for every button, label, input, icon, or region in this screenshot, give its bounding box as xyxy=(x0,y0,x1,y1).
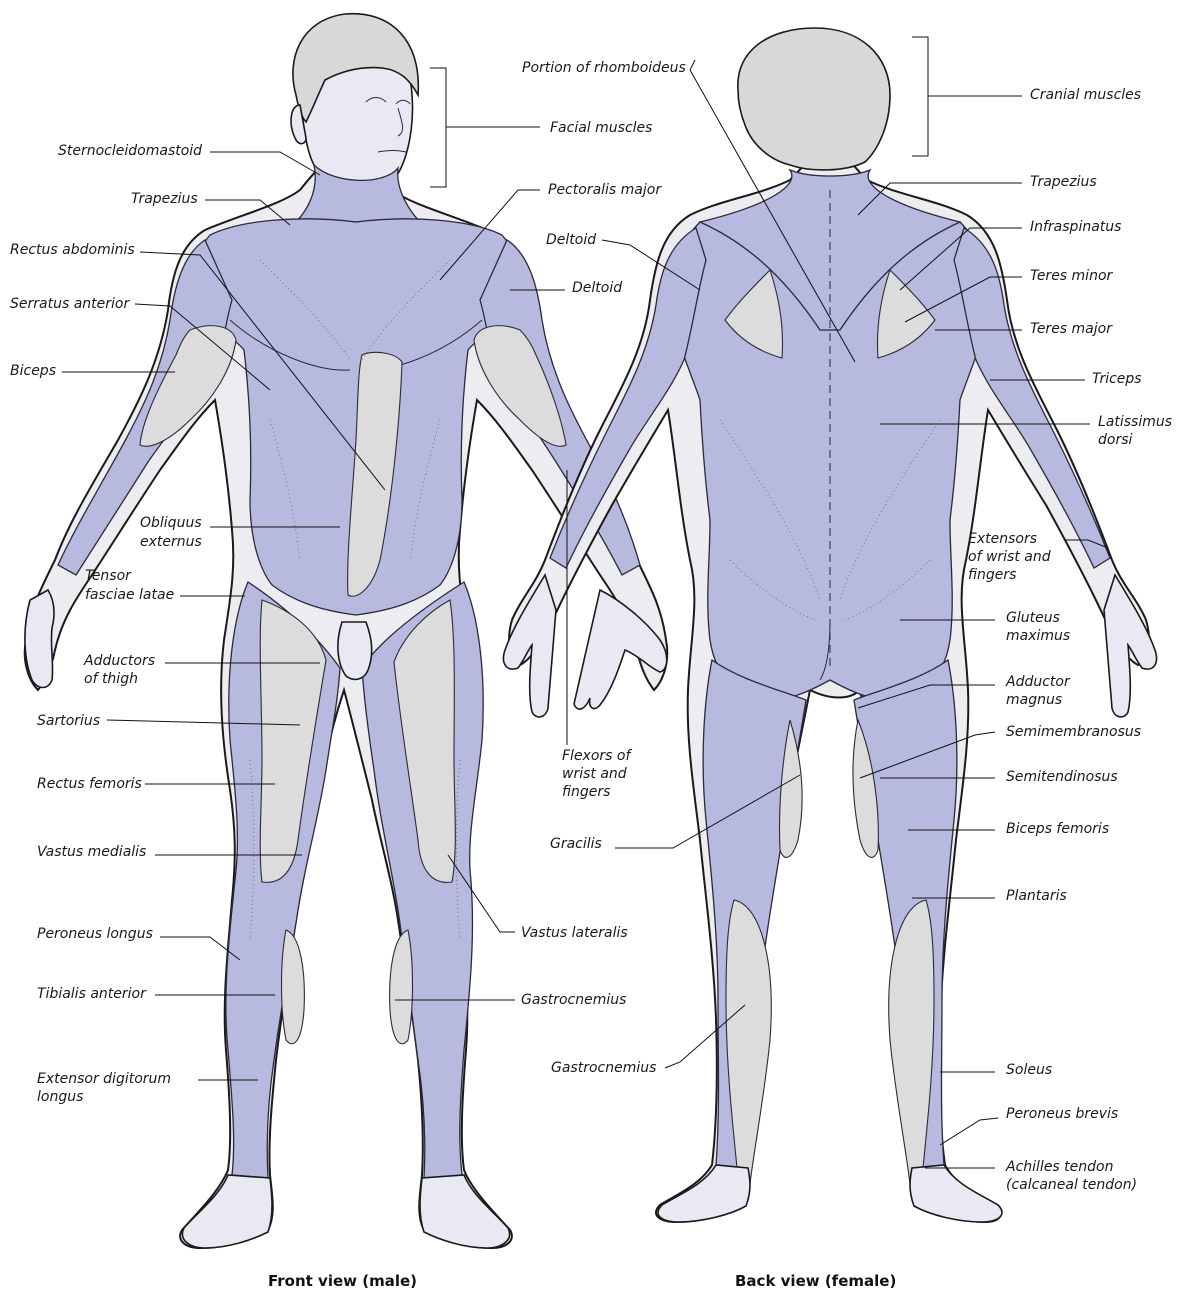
label-triceps: Triceps xyxy=(1092,371,1142,387)
label-gluteus-2: maximus xyxy=(1006,628,1070,644)
label-deltoid-back: Deltoid xyxy=(546,232,596,248)
label-serratus-anterior: Serratus anterior xyxy=(10,296,130,312)
label-tensor-1: Tensor xyxy=(85,568,132,584)
label-plantaris: Plantaris xyxy=(1006,888,1067,904)
label-semimembranosus: Semimembranosus xyxy=(1006,724,1141,740)
label-trapezius-back: Trapezius xyxy=(1030,174,1097,190)
bracket-cranial xyxy=(912,37,1022,156)
label-biceps: Biceps xyxy=(10,363,56,379)
label-rectus-abdominis: Rectus abdominis xyxy=(10,242,135,258)
label-obliquus-1: Obliquus xyxy=(140,515,202,531)
label-peroneus-brevis: Peroneus brevis xyxy=(1006,1106,1118,1122)
label-teres-minor: Teres minor xyxy=(1030,268,1114,284)
label-gastrocnemius-front: Gastrocnemius xyxy=(521,992,626,1008)
front-head xyxy=(291,14,418,192)
label-achilles-2: (calcaneal tendon) xyxy=(1006,1177,1137,1193)
label-tensor-2: fasciae latae xyxy=(85,587,174,603)
label-adductor-magnus-2: magnus xyxy=(1006,692,1062,708)
label-sartorius: Sartorius xyxy=(37,713,100,729)
label-cranial-muscles: Cranial muscles xyxy=(1030,87,1141,103)
label-pectoralis-major: Pectoralis major xyxy=(548,182,662,198)
bracket-facial xyxy=(430,68,540,187)
label-latissimus-2: dorsi xyxy=(1098,432,1133,448)
front-hand-left xyxy=(25,590,54,688)
label-gluteus-1: Gluteus xyxy=(1006,610,1060,626)
label-soleus: Soleus xyxy=(1006,1062,1052,1078)
label-adductor-magnus-1: Adductor xyxy=(1005,674,1071,690)
front-foot-right xyxy=(420,1175,510,1248)
lead-sternocleidomastoid xyxy=(210,152,320,175)
label-peroneus-longus: Peroneus longus xyxy=(37,926,153,942)
label-flexors-2: wrist and xyxy=(562,766,627,782)
lead-peroneus-brevis xyxy=(940,1118,998,1145)
label-facial-muscles: Facial muscles xyxy=(550,120,652,136)
label-teres-major: Teres major xyxy=(1030,321,1113,337)
label-latissimus-1: Latissimus xyxy=(1098,414,1172,430)
label-deltoid-front: Deltoid xyxy=(572,280,622,296)
front-foot-left xyxy=(182,1175,272,1248)
label-flexors-1: Flexors of xyxy=(562,748,632,764)
back-hair xyxy=(738,28,890,170)
label-extensors-3: fingers xyxy=(968,567,1016,583)
label-tibialis-anterior: Tibialis anterior xyxy=(37,986,147,1002)
label-vastus-lateralis: Vastus lateralis xyxy=(521,925,628,941)
label-extensor-digitorum-2: longus xyxy=(37,1089,83,1105)
front-calf-left xyxy=(282,930,305,1044)
back-foot-left xyxy=(658,1165,750,1222)
label-gracilis: Gracilis xyxy=(550,836,602,852)
label-infraspinatus: Infraspinatus xyxy=(1030,219,1121,235)
label-extensors-2: of wrist and xyxy=(968,549,1051,565)
label-biceps-femoris: Biceps femoris xyxy=(1006,821,1109,837)
label-achilles-1: Achilles tendon xyxy=(1005,1159,1113,1175)
label-obliquus-2: externus xyxy=(140,534,202,550)
back-foot-right xyxy=(910,1165,1002,1222)
label-rhomboideus: Portion of rhomboideus xyxy=(522,60,686,76)
label-extensor-digitorum-1: Extensor digitorum xyxy=(37,1071,171,1087)
label-rectus-femoris: Rectus femoris xyxy=(37,776,142,792)
front-calf-right xyxy=(390,930,413,1044)
label-sternocleidomastoid: Sternocleidomastoid xyxy=(58,143,202,159)
front-pelvis xyxy=(338,622,372,679)
label-trapezius-front: Trapezius xyxy=(131,191,198,207)
label-semitendinosus: Semitendinosus xyxy=(1006,769,1118,785)
label-gastrocnemius-back: Gastrocnemius xyxy=(551,1060,656,1076)
label-vastus-medialis: Vastus medialis xyxy=(37,844,146,860)
label-adductors-1: Adductors xyxy=(83,653,155,669)
label-extensors-1: Extensors xyxy=(968,531,1037,547)
label-adductors-2: of thigh xyxy=(84,671,138,687)
caption-front: Front view (male) xyxy=(268,1272,417,1290)
label-flexors-3: fingers xyxy=(562,784,610,800)
caption-back: Back view (female) xyxy=(735,1272,896,1290)
